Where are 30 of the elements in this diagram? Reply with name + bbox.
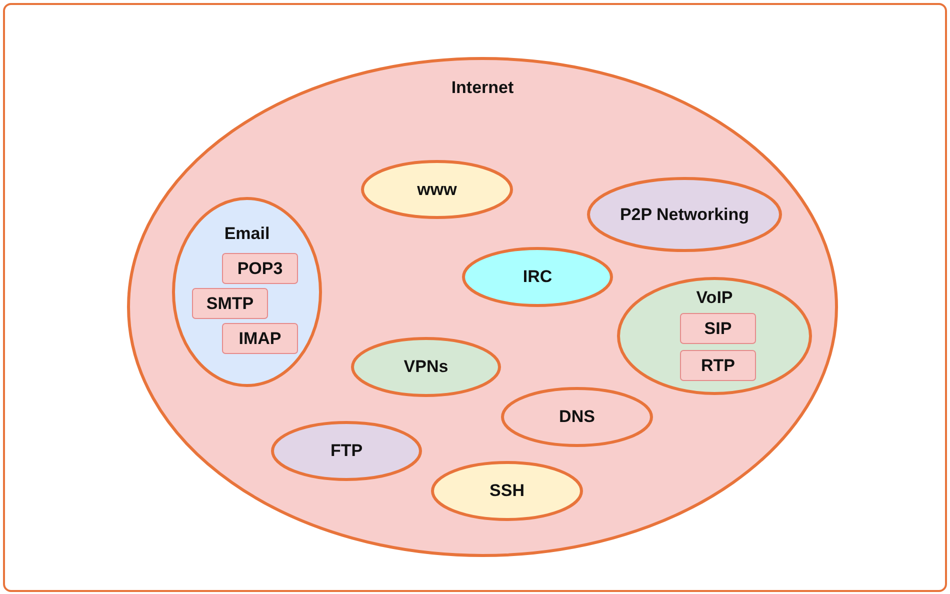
ellipse-node <box>361 160 513 219</box>
node-label: P2P Networking <box>620 204 750 224</box>
protocol-box <box>222 253 298 284</box>
node-label: VPNs <box>404 357 448 377</box>
ellipse-node <box>172 197 322 387</box>
node-label: www <box>417 180 457 200</box>
node-label: Internet <box>451 78 514 98</box>
ellipse-node <box>431 461 583 521</box>
protocol-box <box>192 288 268 319</box>
node-label: SMTP <box>206 294 254 314</box>
node-label: RTP <box>701 356 735 376</box>
ellipse-node <box>617 277 812 395</box>
node-label: IMAP <box>238 328 282 348</box>
protocol-box <box>680 313 756 344</box>
node-label: DNS <box>559 407 595 427</box>
ellipse-node <box>501 387 653 447</box>
protocol-box <box>222 323 298 354</box>
node-label: SSH <box>490 481 524 501</box>
ellipse-node <box>587 177 782 252</box>
ellipse-node <box>351 337 501 397</box>
protocol-box <box>680 350 756 381</box>
node-label: FTP <box>330 441 363 461</box>
node-label: POP3 <box>237 258 283 278</box>
node-label: VoIP <box>696 288 733 308</box>
ellipse-node <box>462 247 613 307</box>
ellipse-node <box>127 57 838 557</box>
ellipse-node <box>271 421 422 481</box>
node-label: SIP <box>704 318 732 338</box>
node-label: IRC <box>522 267 552 287</box>
node-label: Email <box>224 224 270 244</box>
